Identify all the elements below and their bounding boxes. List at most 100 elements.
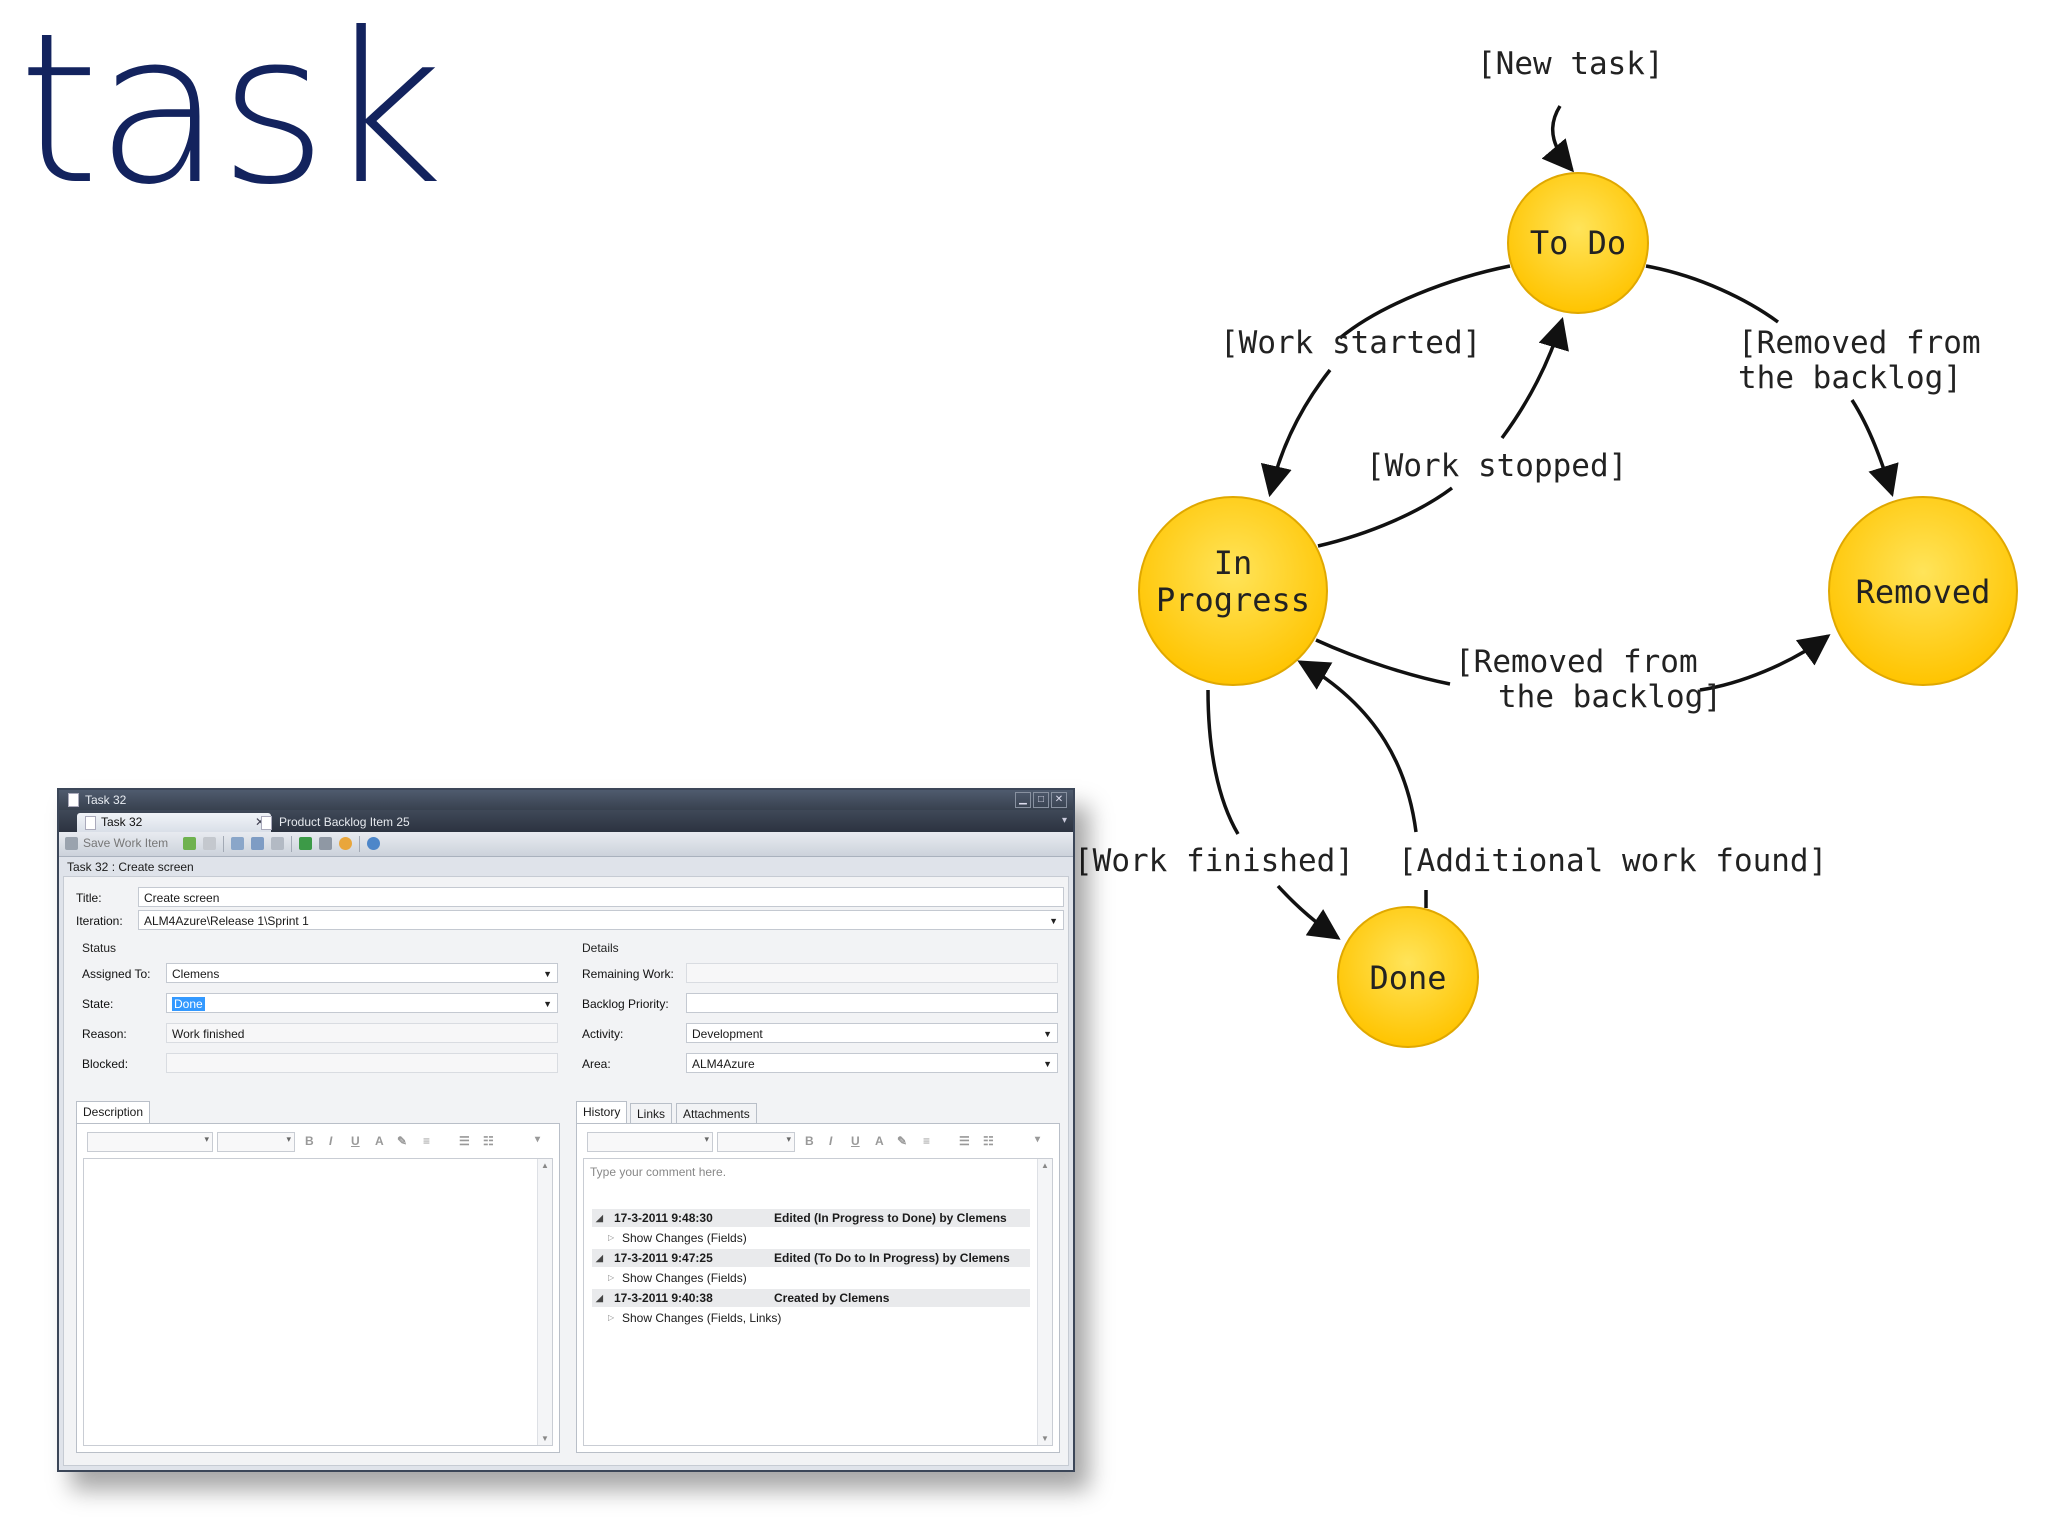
tab-history[interactable]: History — [576, 1101, 628, 1124]
numbering-icon[interactable]: ☷ — [983, 1134, 994, 1148]
minimize-button[interactable]: ▁ — [1015, 792, 1031, 808]
save-icon — [65, 837, 78, 850]
area-label: Area: — [582, 1057, 611, 1071]
description-panel: B I U A ✎ ≡ ☰ ☷ ▾ ▲▼ — [76, 1123, 560, 1453]
activity-value: Development — [692, 1027, 763, 1041]
tab-product-backlog-item[interactable]: Product Backlog Item 25 — [255, 813, 459, 832]
font-size-select[interactable] — [217, 1132, 295, 1152]
backlog-priority-label: Backlog Priority: — [582, 997, 669, 1011]
close-window-button[interactable]: ✕ — [1051, 792, 1067, 808]
history-format-toolbar: B I U A ✎ ≡ ☰ ☷ ▾ — [583, 1130, 1053, 1152]
chevron-down-icon[interactable]: ▼ — [543, 999, 552, 1009]
font-color-icon[interactable]: A — [875, 1134, 884, 1148]
blocked-field[interactable] — [166, 1053, 558, 1073]
show-changes-link[interactable]: Show Changes (Fields) — [622, 1231, 747, 1245]
node-todo: To Do — [1507, 172, 1649, 314]
document-tabstrip: Task 32 ✕ Product Backlog Item 25 ▾ — [59, 810, 1073, 832]
svg-text:Done: Done — [1369, 959, 1446, 997]
bullets-icon[interactable]: ☰ — [959, 1134, 970, 1148]
state-field[interactable]: Done▼ — [166, 993, 558, 1013]
iteration-field[interactable]: ALM4Azure\Release 1\Sprint 1▼ — [138, 910, 1064, 930]
history-timestamp: 17-3-2011 9:48:30 — [614, 1211, 713, 1225]
history-changes-row[interactable]: ▷ Show Changes (Fields, Links) — [592, 1309, 1030, 1327]
link-icon[interactable] — [231, 837, 244, 850]
show-changes-link[interactable]: Show Changes (Fields) — [622, 1271, 747, 1285]
underline-icon[interactable]: U — [351, 1134, 360, 1148]
close-tab-icon[interactable]: ✕ — [254, 815, 265, 829]
bold-icon[interactable]: B — [305, 1134, 314, 1148]
remaining-work-field[interactable] — [686, 963, 1058, 983]
undo-icon[interactable] — [203, 837, 216, 850]
highlight-icon[interactable]: ✎ — [397, 1134, 408, 1148]
copy-icon[interactable] — [251, 837, 264, 850]
highlight-icon[interactable]: ✎ — [897, 1134, 908, 1148]
more-options-icon[interactable]: ▾ — [1035, 1134, 1041, 1145]
chevron-down-icon[interactable]: ▼ — [543, 969, 552, 979]
attach-icon[interactable] — [271, 837, 284, 850]
font-size-select[interactable] — [717, 1132, 795, 1152]
chevron-down-icon[interactable]: ▼ — [1049, 916, 1058, 926]
expand-triangle-icon[interactable]: ▷ — [608, 1233, 615, 1242]
tab-menu-chevron-icon[interactable]: ▾ — [1061, 815, 1067, 826]
edge-work-stopped-top — [1500, 316, 1569, 440]
align-icon[interactable]: ≡ — [423, 1134, 431, 1148]
font-color-icon[interactable]: A — [375, 1134, 384, 1148]
project-icon[interactable] — [319, 837, 332, 850]
label-work-stopped: [Work stopped] — [1366, 448, 1627, 484]
tab-label: Task 32 — [101, 815, 143, 829]
font-family-select[interactable] — [87, 1132, 213, 1152]
tab-links[interactable]: Links — [630, 1103, 673, 1124]
history-entry[interactable]: ◢ 17-3-2011 9:40:38 Created by Clemens — [592, 1289, 1030, 1307]
help-icon[interactable] — [367, 837, 380, 850]
excel-icon[interactable] — [299, 837, 312, 850]
history-scrollbar[interactable]: ▲▼ — [1037, 1159, 1052, 1445]
title-label: Title: — [76, 891, 102, 905]
email-icon[interactable] — [339, 837, 352, 850]
maximize-button[interactable]: □ — [1033, 792, 1049, 808]
history-changes-row[interactable]: ▷ Show Changes (Fields) — [592, 1229, 1030, 1247]
blocked-label: Blocked: — [82, 1057, 129, 1071]
expand-triangle-icon[interactable]: ▷ — [608, 1273, 615, 1282]
bullets-icon[interactable]: ☰ — [459, 1134, 470, 1148]
chevron-down-icon[interactable]: ▼ — [1043, 1059, 1052, 1069]
expand-triangle-icon[interactable]: ▷ — [608, 1313, 615, 1322]
show-changes-link[interactable]: Show Changes (Fields, Links) — [622, 1311, 782, 1325]
bold-icon[interactable]: B — [805, 1134, 814, 1148]
assigned-to-field[interactable]: Clemens▼ — [166, 963, 558, 983]
work-item-form: Title: Create screen Iteration: ALM4Azur… — [63, 876, 1069, 1466]
chevron-down-icon[interactable]: ▼ — [1043, 1029, 1052, 1039]
activity-field[interactable]: Development ▼ — [686, 1023, 1058, 1043]
italic-icon[interactable]: I — [829, 1134, 833, 1148]
edge-work-started-top — [1338, 264, 1511, 340]
numbering-icon[interactable]: ☷ — [483, 1134, 494, 1148]
reason-field[interactable]: Work finished — [166, 1023, 558, 1043]
comment-input[interactable]: Type your comment here. — [590, 1165, 727, 1179]
window-titlebar: Task 32 ▁ □ ✕ — [59, 790, 1073, 810]
refresh-icon[interactable] — [183, 837, 196, 850]
collapse-triangle-icon[interactable]: ◢ — [596, 1253, 603, 1263]
italic-icon[interactable]: I — [329, 1134, 333, 1148]
underline-icon[interactable]: U — [851, 1134, 860, 1148]
label-removed-mid-2: the backlog] — [1498, 679, 1722, 715]
history-changes-row[interactable]: ▷ Show Changes (Fields) — [592, 1269, 1030, 1287]
tab-description[interactable]: Description — [76, 1101, 151, 1124]
align-icon[interactable]: ≡ — [923, 1134, 931, 1148]
font-family-select[interactable] — [587, 1132, 713, 1152]
description-editor[interactable]: ▲▼ — [83, 1158, 553, 1446]
backlog-priority-field[interactable] — [686, 993, 1058, 1013]
description-scrollbar[interactable]: ▲▼ — [537, 1159, 552, 1445]
edge-removed-top-b — [1850, 399, 1899, 498]
more-options-icon[interactable]: ▾ — [535, 1134, 541, 1145]
collapse-triangle-icon[interactable]: ◢ — [596, 1213, 603, 1223]
history-timestamp: 17-3-2011 9:40:38 — [614, 1291, 713, 1305]
history-entry[interactable]: ◢ 17-3-2011 9:47:25 Edited (To Do to In … — [592, 1249, 1030, 1267]
save-work-item-button[interactable]: Save Work Item — [83, 836, 169, 850]
title-field[interactable]: Create screen — [138, 887, 1064, 907]
area-field[interactable]: ALM4Azure▼ — [686, 1053, 1058, 1073]
tab-task-32[interactable]: Task 32 ✕ — [77, 813, 271, 832]
tab-attachments[interactable]: Attachments — [676, 1103, 757, 1124]
collapse-triangle-icon[interactable]: ◢ — [596, 1293, 603, 1303]
history-event: Created by Clemens — [774, 1291, 890, 1305]
activity-label: Activity: — [582, 1027, 624, 1041]
history-entry[interactable]: ◢ 17-3-2011 9:48:30 Edited (In Progress … — [592, 1209, 1030, 1227]
